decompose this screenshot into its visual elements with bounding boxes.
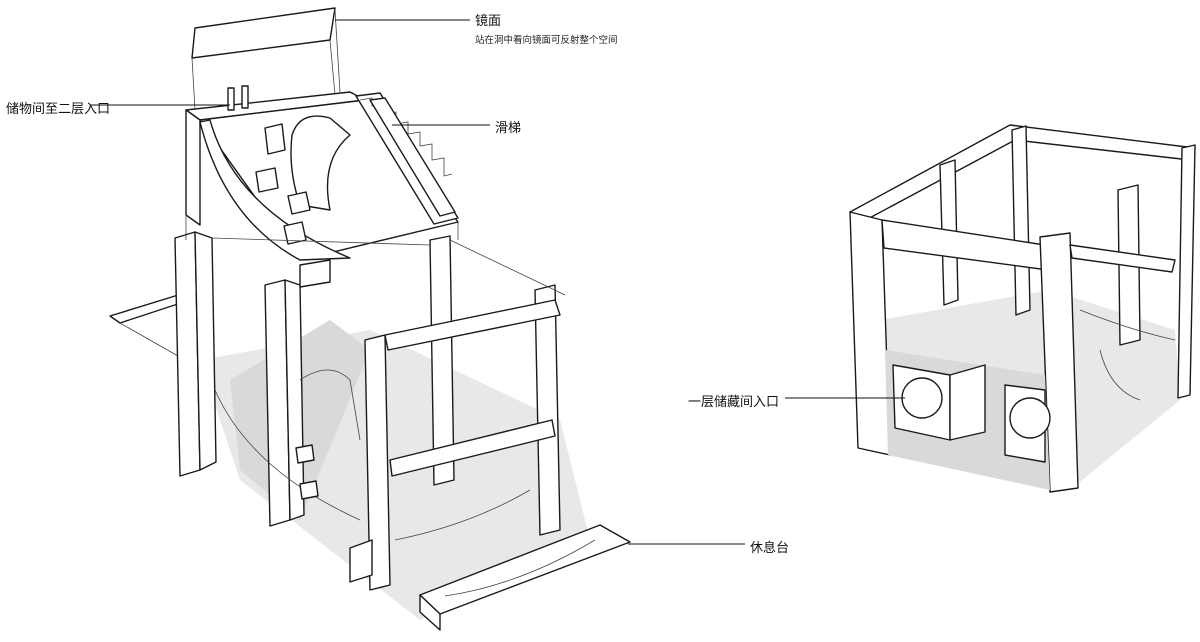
label-mirror-note: 站在洞中看向镜面可反射整个空间 [475,35,618,46]
storage-hole-2 [1009,397,1051,439]
small-block [299,259,331,288]
right-slide-curve [1099,349,1141,401]
lower-hole-2 [299,480,319,500]
upper-curve [199,119,351,261]
rest-platform-front [419,594,441,631]
lower-arch [299,369,361,441]
right-far-post [1177,144,1196,399]
right-back-post [1011,125,1031,316]
column-right-back [429,235,455,486]
label-mirror: 镜面 [475,14,502,29]
label-storage-to-second: 储物间至二层入口 [6,102,111,117]
lower-hole-1 [295,444,315,464]
right-side-rail [1069,244,1176,273]
ladder-post-2 [241,85,249,109]
column-center-front [364,334,391,591]
right-rail-curve [1079,309,1176,341]
hole-2 [255,167,279,193]
left-assembly [109,7,631,631]
column-right-front [534,284,561,536]
right-assembly [849,124,1196,493]
storage-hole-1 [901,377,943,419]
arch-opening [290,115,351,211]
platform-end-block [349,539,373,583]
label-slide: 滑梯 [495,121,522,136]
mirror-panel [191,7,336,59]
beam-middle [389,419,556,477]
upper-box-side [185,109,201,226]
beam-top [384,299,561,351]
hole-3 [287,191,311,215]
lower-slide-curve [214,389,361,521]
stairs [355,92,459,225]
storage-block-1-side [949,364,986,441]
hole-4 [283,221,307,245]
rest-platform-curve [444,539,596,597]
label-rest-platform: 休息台 [750,541,790,556]
label-first-storage-entrance: 一层储藏间入口 [688,395,780,410]
column-left-back-side [194,231,217,471]
hole-1 [264,123,286,155]
curved-bench [394,489,531,541]
leader-lines [90,19,905,545]
ladder-post-1 [227,87,235,111]
